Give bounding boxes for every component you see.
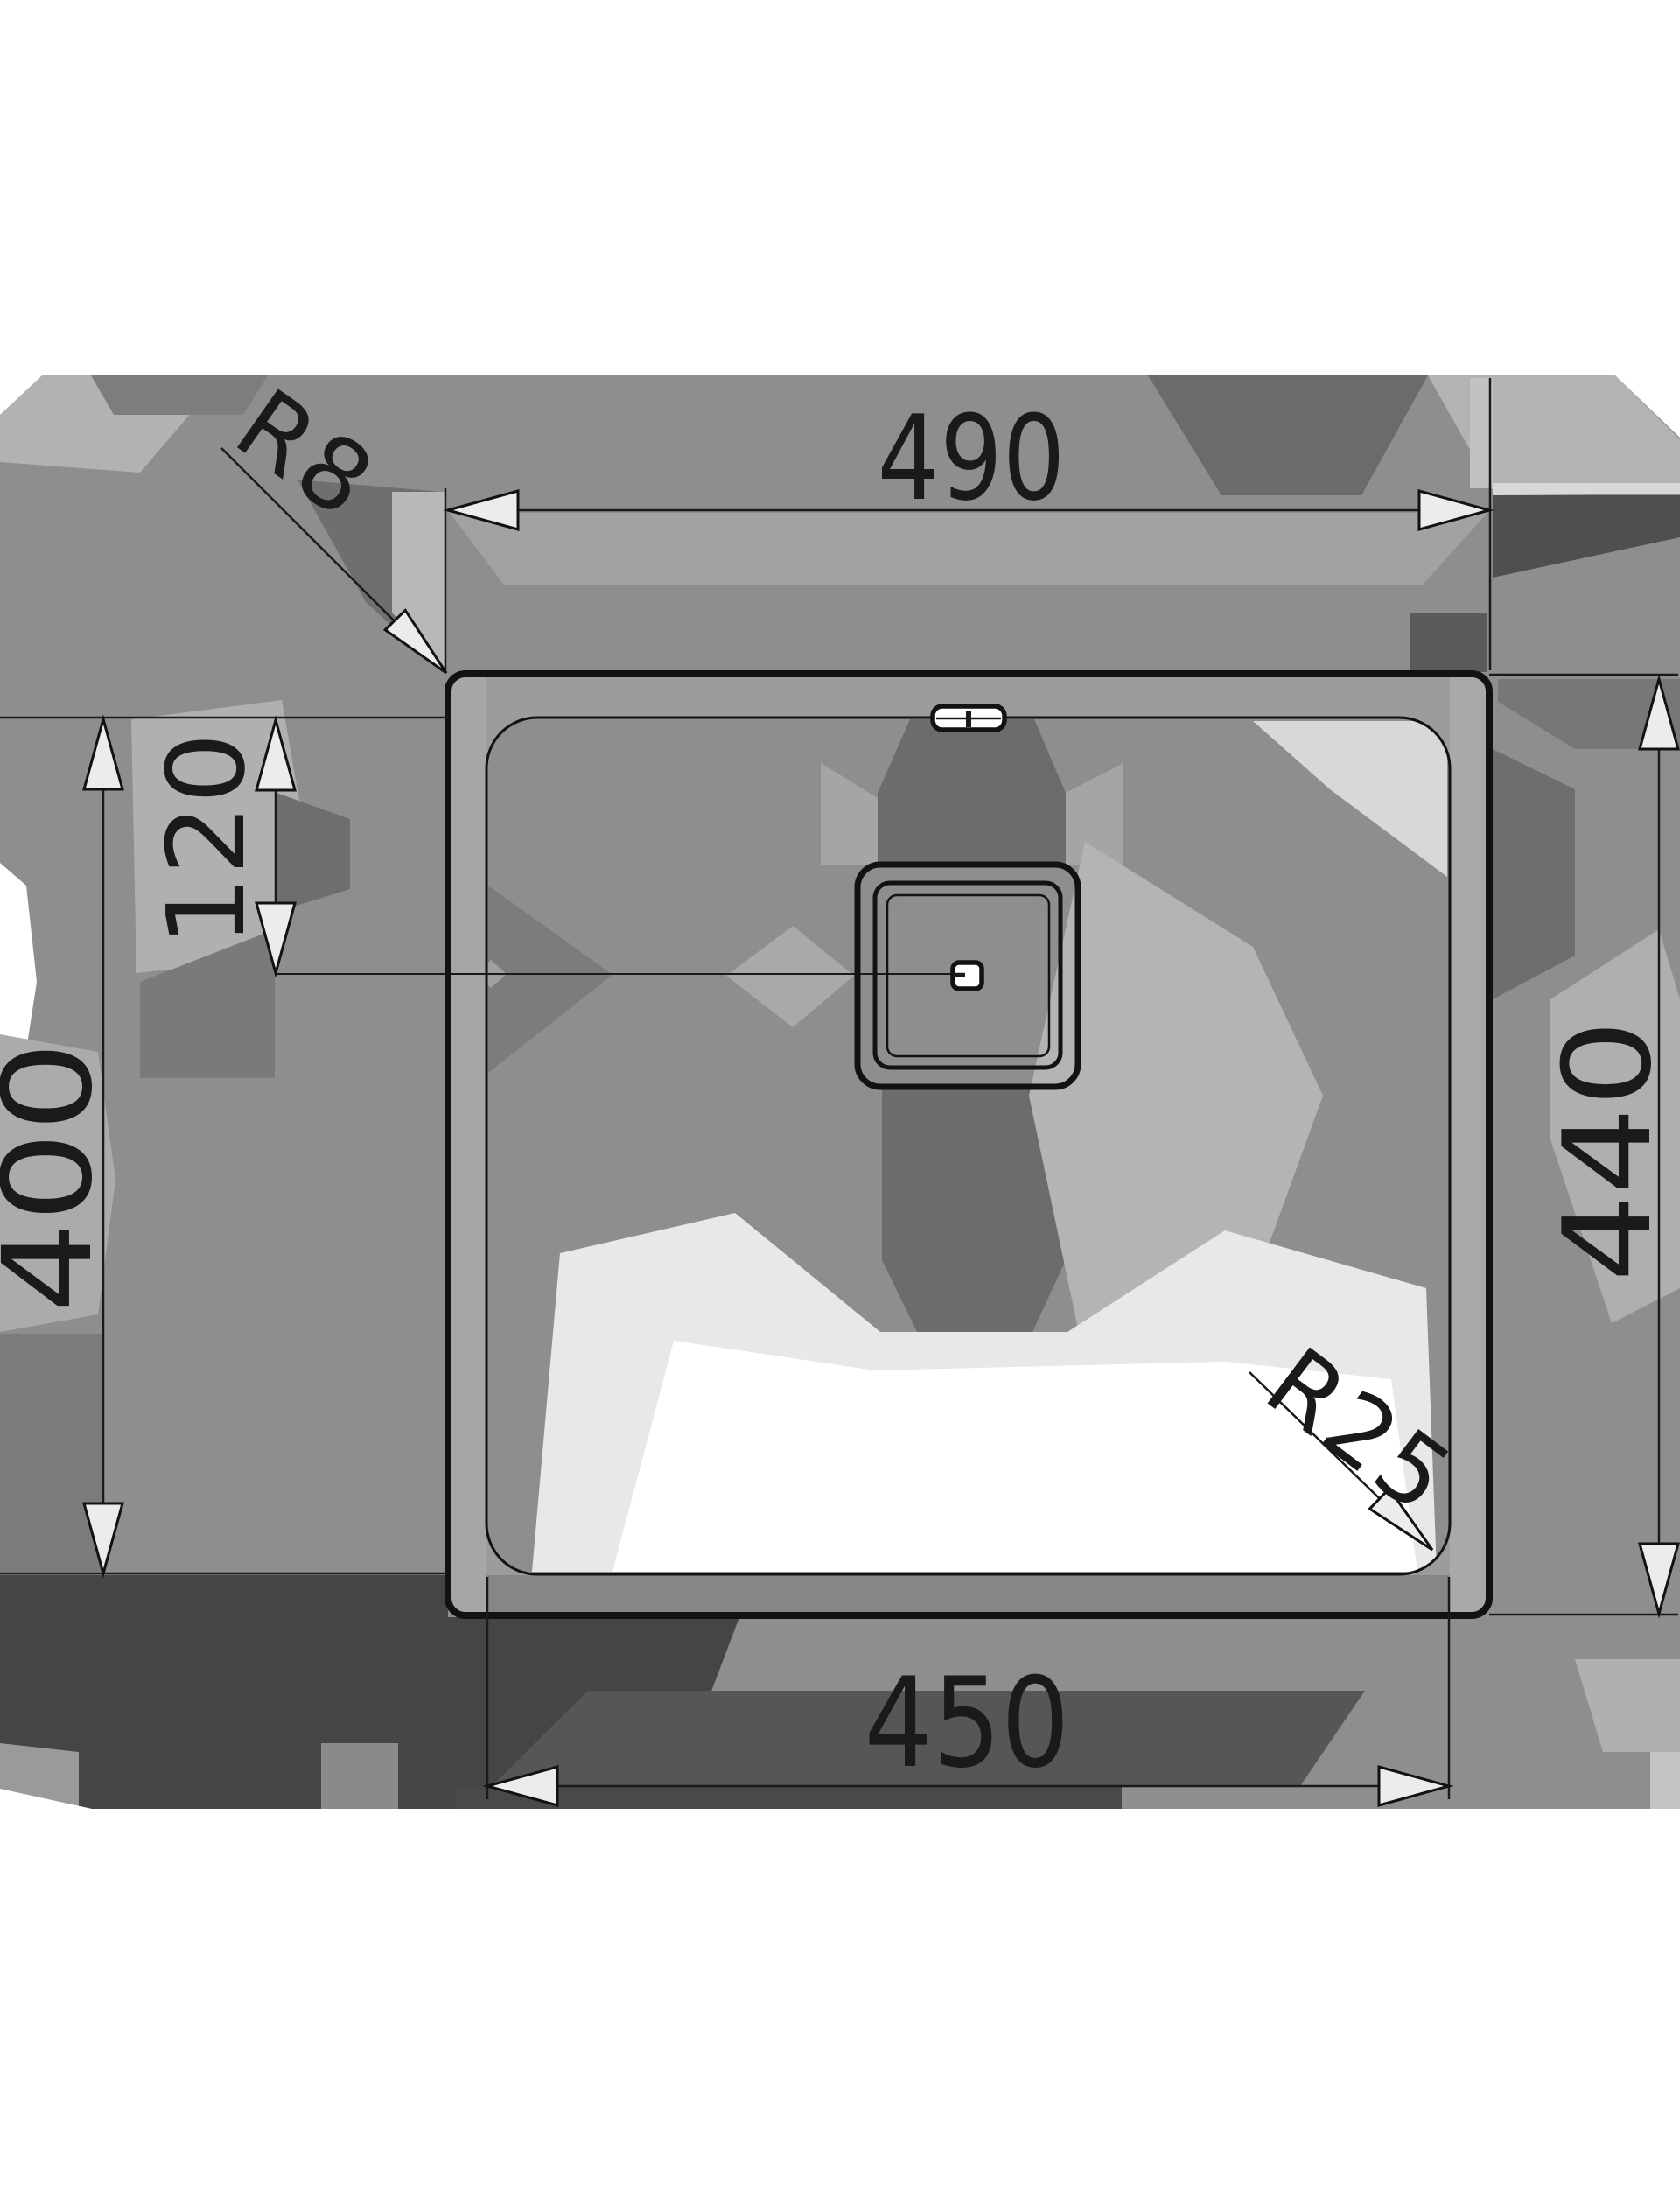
dimension-width-inner: 450 <box>482 1577 1454 1807</box>
rim-shading <box>448 674 1489 1615</box>
leader-arrowhead <box>382 608 448 675</box>
background-polygon <box>1493 749 1575 999</box>
background-polygon <box>1493 495 1680 578</box>
background-polygon <box>91 375 268 415</box>
dimension-label-440: 440 <box>1537 1019 1678 1282</box>
background-polygon <box>0 375 42 415</box>
dimension-arrowhead <box>482 1765 559 1807</box>
bowl-shading <box>486 719 1447 1572</box>
bowl-polygon <box>612 1341 1418 1572</box>
overflow-hole <box>930 704 1007 732</box>
dimension-label-490: 490 <box>878 390 1066 527</box>
bowl-polygon <box>821 763 878 865</box>
bowl-polygon <box>882 1087 1066 1332</box>
dimension-arrowhead <box>255 715 297 792</box>
background-polygon <box>0 1743 79 1809</box>
rim-polygon <box>448 674 486 1615</box>
dimension-drain-center-offset: 120 <box>144 715 297 978</box>
background-polygon <box>455 1786 1122 1809</box>
background-polygon <box>0 1034 116 1332</box>
dimension-label-450: 450 <box>864 1651 1070 1796</box>
bowl-polygon <box>1066 763 1124 865</box>
background-polygon <box>140 929 275 1078</box>
drain-ring-2 <box>872 880 1063 1070</box>
background-polygon <box>0 1334 102 1572</box>
dimension-arrowhead <box>82 1502 124 1579</box>
background-polygon <box>0 1789 92 1809</box>
sink-outer-outline <box>444 670 1493 1619</box>
dimension-arrowhead <box>255 901 297 978</box>
bowl-polygon <box>726 926 854 1027</box>
background-polygon <box>1148 375 1428 495</box>
background-polygon <box>1410 613 1488 672</box>
rim-polygon <box>1450 674 1489 1615</box>
dimension-height-inner: 400 <box>0 714 448 1579</box>
background-polygon <box>321 1743 398 1809</box>
background-polygon <box>450 513 1488 585</box>
dimension-width-overall: 490 <box>443 378 1494 670</box>
bowl-polygon <box>1253 721 1447 877</box>
bowl-polygon <box>878 719 1066 865</box>
drain <box>854 861 1082 1090</box>
dimension-label-400: 400 <box>0 1041 120 1313</box>
background-polygon <box>1650 1752 1680 1809</box>
bowl-polygon <box>1029 842 1323 1362</box>
bowl-polygon <box>488 886 612 1073</box>
dimension-arrowhead <box>1418 489 1494 531</box>
drain-ring-3 <box>886 893 1051 1058</box>
background-polygon <box>1498 679 1680 749</box>
background-polygon <box>1575 1659 1680 1752</box>
background-polygon <box>1550 929 1680 1323</box>
background-polygon <box>1493 483 1680 495</box>
dimension-height-overall: 440 <box>1489 673 1680 1619</box>
dimension-label-120: 120 <box>144 732 269 947</box>
dimension-arrowhead <box>82 714 124 791</box>
rim-polygon <box>486 1575 1450 1615</box>
background-polygon <box>1470 378 1493 488</box>
dimension-arrowhead <box>1638 674 1680 751</box>
leader-arrowhead <box>1368 1486 1434 1552</box>
drain-ring-1 <box>854 861 1082 1090</box>
dimension-arrowhead <box>1638 1542 1680 1619</box>
background-polygon <box>492 1691 1365 1786</box>
background-polygon <box>1615 375 1680 438</box>
dimension-arrowhead <box>443 489 520 531</box>
background-polygon <box>276 793 350 912</box>
dimension-arrowhead <box>1377 1765 1454 1807</box>
